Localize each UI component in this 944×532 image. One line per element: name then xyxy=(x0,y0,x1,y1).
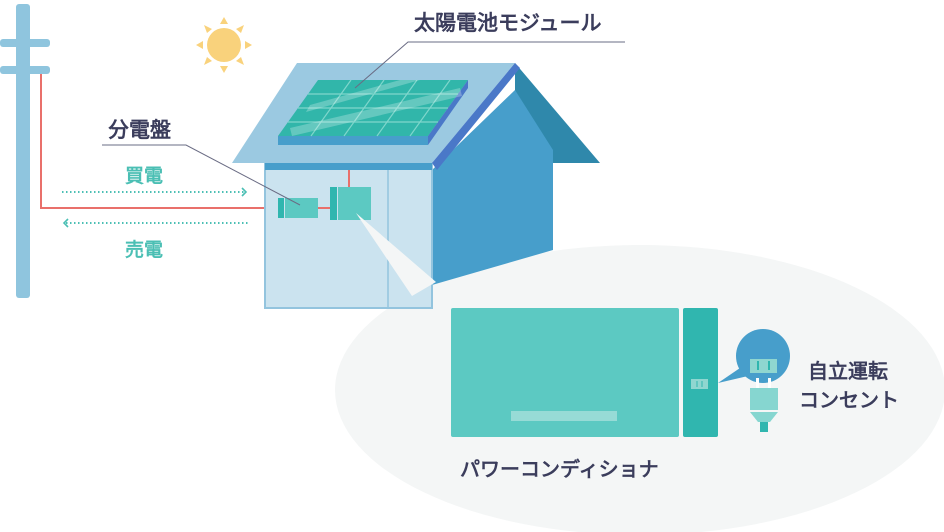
distribution-board-leader xyxy=(102,144,301,206)
sell-power-arrow xyxy=(62,218,248,228)
power-conditioner xyxy=(451,308,718,437)
distribution-board xyxy=(278,198,318,218)
standalone-outlet-label-line2: コンセント xyxy=(799,388,899,412)
callout-beam xyxy=(356,213,436,296)
solar-module-label: 太陽電池モジュール xyxy=(414,11,602,35)
buy-power-label: 買電 xyxy=(125,165,163,187)
buy-power-arrow xyxy=(62,187,248,197)
solar-module-leader xyxy=(354,41,625,89)
solar-panel xyxy=(278,79,468,145)
power-conditioner-small xyxy=(330,187,371,220)
outlet-small xyxy=(691,379,708,389)
plug-outlet-icon xyxy=(718,329,790,432)
standalone-outlet-label-line1: 自立運転 xyxy=(808,359,888,383)
sell-power-label: 売電 xyxy=(125,238,163,261)
power-conditioner-label: パワーコンディショナ xyxy=(460,457,659,481)
utility-pole xyxy=(0,4,50,298)
distribution-board-label: 分電盤 xyxy=(108,118,172,142)
power-wire xyxy=(40,74,280,209)
sun-icon xyxy=(196,17,252,73)
